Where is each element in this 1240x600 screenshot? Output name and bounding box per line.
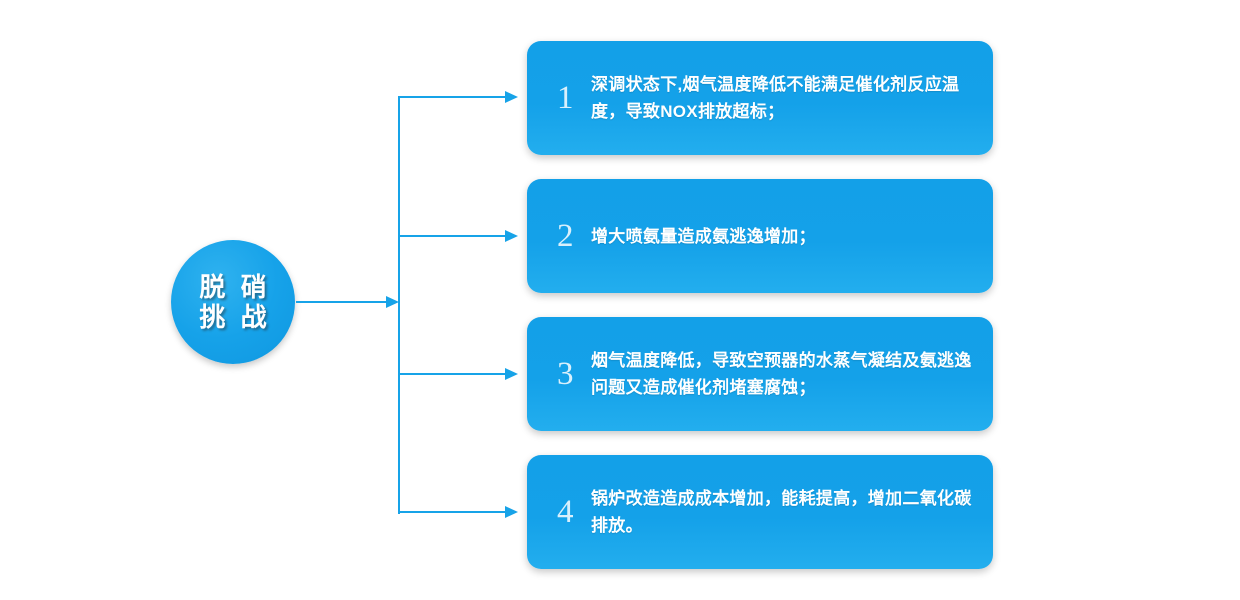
- connector-branch-3-arrowhead: [505, 368, 518, 380]
- challenge-box-2: 2 增大喷氨量造成氨逃逸增加；: [527, 179, 993, 293]
- challenge-box-2-text: 增大喷氨量造成氨逃逸增加；: [591, 226, 816, 246]
- connector-branch-1-arrowhead: [505, 91, 518, 103]
- challenge-box-4: 4 锅炉改造造成成本增加，能耗提高，增加二氧化碳排放。: [527, 455, 993, 569]
- connector-branch-1: [398, 96, 505, 98]
- connector-branch-3: [398, 373, 505, 375]
- challenge-box-1-text: 深调状态下,烟气温度降低不能满足催化剂反应温度，导致NOX排放超标；: [591, 75, 960, 121]
- hub-label-line-1: 脱 硝: [199, 272, 271, 302]
- hub-node: 脱 硝 挑 战: [171, 240, 295, 364]
- challenge-box-4-number: 4: [557, 493, 574, 530]
- challenge-box-3: 3 烟气温度降低，导致空预器的水蒸气凝结及氨逃逸问题又造成催化剂堵塞腐蚀；: [527, 317, 993, 431]
- connector-main-arrowhead: [386, 296, 399, 308]
- challenge-box-4-text: 锅炉改造造成成本增加，能耗提高，增加二氧化碳排放。: [591, 489, 972, 535]
- challenge-box-1: 1 深调状态下,烟气温度降低不能满足催化剂反应温度，导致NOX排放超标；: [527, 41, 993, 155]
- connector-branch-4: [398, 511, 505, 513]
- challenge-box-1-number: 1: [557, 79, 574, 116]
- challenge-box-3-number: 3: [557, 355, 574, 392]
- challenge-box-3-text: 烟气温度降低，导致空预器的水蒸气凝结及氨逃逸问题又造成催化剂堵塞腐蚀；: [591, 351, 972, 397]
- hub-label-line-2: 挑 战: [199, 302, 271, 332]
- connector-branch-2-arrowhead: [505, 230, 518, 242]
- connector-main-stem: [296, 301, 386, 303]
- connector-branch-4-arrowhead: [505, 506, 518, 518]
- challenge-box-2-number: 2: [557, 217, 574, 254]
- connector-branch-2: [398, 235, 505, 237]
- connector-trunk: [398, 97, 400, 514]
